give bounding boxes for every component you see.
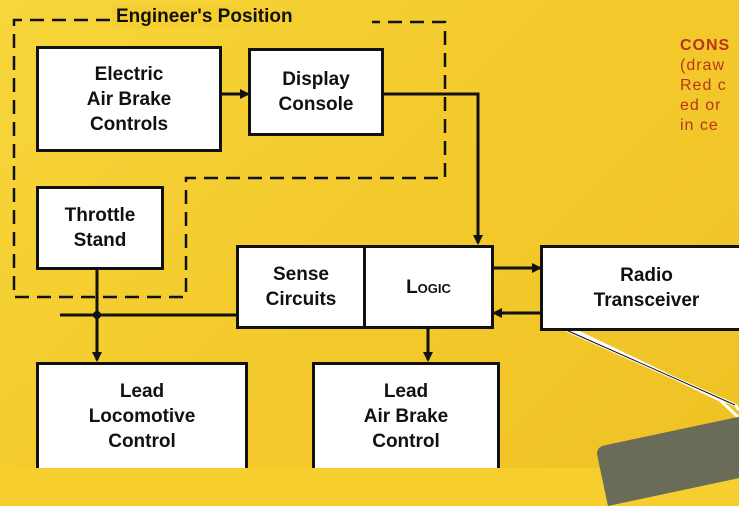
radio-transceiver-box: Radio Transceiver: [540, 245, 739, 331]
lead-locomotive-control-box: Lead Locomotive Control: [36, 362, 248, 468]
lead-air-brake-control-box: Lead Air Brake Control: [312, 362, 500, 468]
throttle-stand-box: Throttle Stand: [36, 186, 164, 270]
caption-line-5: in ce: [680, 116, 730, 136]
engineers-position-label: Engineer's Position: [112, 6, 297, 28]
sense-circuits-box: Sense Circuits: [236, 245, 366, 329]
caption-line-3: Red c: [680, 76, 730, 96]
caption-line-4: ed or: [680, 96, 730, 116]
display-console-box: Display Console: [248, 48, 384, 136]
caption-text: CONS (draw Red c ed or in ce: [680, 36, 730, 136]
caption-line-1: CONS: [680, 36, 730, 56]
electric-air-brake-controls-box: Electric Air Brake Controls: [36, 46, 222, 152]
logic-box: Logic: [363, 245, 494, 329]
radio-antenna-lead: [566, 330, 739, 418]
arrow-display-to-logic: [384, 94, 478, 243]
caption-line-2: (draw: [680, 56, 730, 76]
